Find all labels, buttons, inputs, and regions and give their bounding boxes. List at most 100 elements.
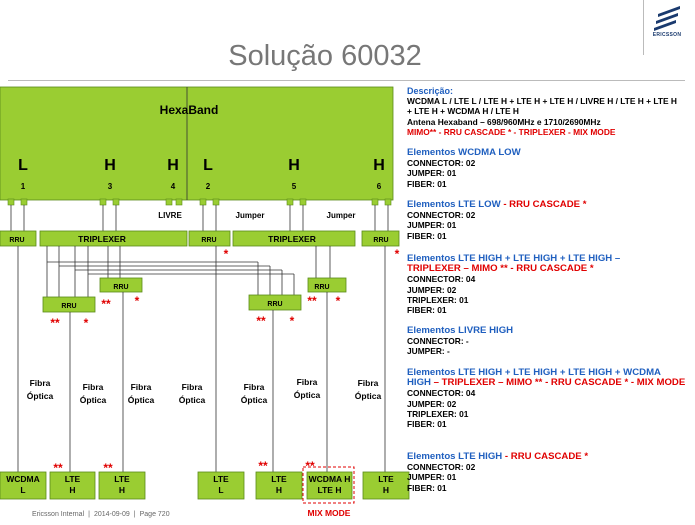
elements-title-text: Elementos LTE HIGH + LTE HIGH + LTE HIGH… bbox=[407, 367, 661, 378]
description-line-1: WCDMA L / LTE L / LTE H + LTE H + LTE H … bbox=[407, 96, 677, 107]
footer-classification: Ericsson Internal bbox=[32, 511, 85, 518]
hexaband-antenna bbox=[0, 86, 394, 201]
red-marker: ** bbox=[50, 316, 60, 330]
antenna-connector bbox=[199, 198, 207, 206]
elements-title-red: - RRU CASCADE * bbox=[503, 199, 587, 210]
rru-label: RRU bbox=[9, 237, 24, 244]
element-count: CONNECTOR: - bbox=[407, 336, 469, 347]
fiber-label: Óptica bbox=[80, 394, 107, 405]
red-marker: ** bbox=[305, 459, 315, 473]
ericsson-logo: ERICSSON bbox=[652, 5, 682, 38]
rru-label: RRU bbox=[373, 237, 388, 244]
unit-label-line1: WCDMA H bbox=[309, 474, 351, 484]
fiber-label: Fibra bbox=[182, 382, 203, 392]
unit-label-line1: LTE bbox=[65, 474, 81, 484]
footer-date: 2014-09-09 bbox=[93, 511, 130, 518]
fiber-label: Fibra bbox=[358, 378, 379, 388]
red-marker: ** bbox=[101, 297, 111, 311]
element-count: FIBER: 01 bbox=[407, 178, 447, 189]
fiber-label: Fibra bbox=[244, 382, 265, 392]
element-count: JUMPER: 01 bbox=[407, 168, 457, 179]
antenna-connector bbox=[20, 198, 28, 206]
fiber-label: Óptica bbox=[355, 390, 382, 401]
antenna-connector bbox=[99, 198, 107, 206]
elements-title-red: – TRIPLEXER – MIMO ** - RRU CASCADE * - … bbox=[430, 377, 686, 389]
unit-label-line1: LTE bbox=[271, 474, 287, 484]
fiber-label: Óptica bbox=[241, 394, 268, 405]
element-count: JUMPER: - bbox=[407, 346, 450, 357]
element-count: FIBER: 01 bbox=[407, 419, 447, 430]
fiber-label: Óptica bbox=[27, 390, 54, 401]
rru-box bbox=[188, 230, 231, 247]
antenna-connector bbox=[165, 198, 173, 206]
element-count: CONNECTOR: 02 bbox=[407, 462, 476, 473]
band-number: 5 bbox=[292, 182, 297, 191]
rru-box bbox=[361, 230, 400, 247]
unit-label-line1: LTE bbox=[114, 474, 130, 484]
antenna-connector bbox=[286, 198, 294, 206]
elements-block: Elementos LTE HIGH + LTE HIGH + LTE HIGH… bbox=[407, 253, 695, 315]
red-marker: ** bbox=[53, 461, 63, 475]
rru-label: RRU bbox=[201, 237, 216, 244]
unit-label-line1: WCDMA bbox=[6, 474, 40, 484]
rru-box bbox=[99, 277, 143, 293]
elements-title-text: Elementos LTE LOW bbox=[407, 199, 504, 210]
rru-label: RRU bbox=[314, 284, 329, 291]
unit-label-line1: LTE bbox=[213, 474, 229, 484]
fiber-label: Fibra bbox=[83, 382, 104, 392]
elements-title-text: Elementos WCDMA LOW bbox=[407, 147, 521, 158]
elements-block-title: Elementos LIVRE HIGH bbox=[407, 325, 695, 336]
fiber-label: Fibra bbox=[30, 378, 51, 388]
antenna-connector bbox=[371, 198, 379, 206]
element-count: FIBER: 01 bbox=[407, 482, 447, 493]
unit-label-line2: H bbox=[383, 485, 389, 495]
elements-block-title-cont: HIGH – TRIPLEXER – MIMO ** - RRU CASCADE… bbox=[407, 378, 695, 388]
element-count: JUMPER: 02 bbox=[407, 284, 457, 295]
elements-title-text: Elementos LIVRE HIGH bbox=[407, 325, 514, 336]
fiber-label: Óptica bbox=[294, 389, 321, 400]
unit-label-line1: LTE bbox=[378, 474, 394, 484]
elements-block: Elementos LTE HIGH - RRU CASCADE *CONNEC… bbox=[407, 451, 695, 493]
band-letter: H bbox=[288, 157, 300, 174]
footer-sep-2: | bbox=[133, 511, 136, 518]
bottom-unit bbox=[98, 471, 146, 500]
unit-label-line2: L bbox=[20, 485, 25, 495]
band-letter: L bbox=[203, 157, 213, 174]
jumper-label: Jumper bbox=[236, 211, 265, 220]
unit-label-line2: H bbox=[276, 485, 282, 495]
legend-line: MIMO** - RRU CASCADE * - TRIPLEXER - MIX… bbox=[407, 126, 616, 137]
elements-block-title: Elementos LTE HIGH + LTE HIGH + LTE HIGH… bbox=[407, 367, 695, 378]
slide-title: Solução 60032 bbox=[228, 40, 422, 72]
rru-label: RRU bbox=[267, 301, 282, 308]
elements-block-title: Elementos LTE HIGH + LTE HIGH + LTE HIGH… bbox=[407, 253, 695, 264]
title-rule bbox=[8, 80, 685, 81]
elements-title-text: Elementos LTE HIGH + LTE HIGH + LTE HIGH… bbox=[407, 253, 621, 264]
unit-label-line2: L bbox=[218, 485, 223, 495]
element-count: CONNECTOR: 02 bbox=[407, 158, 476, 169]
triplexer-box bbox=[39, 230, 188, 247]
antenna-connector bbox=[384, 198, 392, 206]
elements-block-title: Elementos LTE LOW - RRU CASCADE * bbox=[407, 199, 695, 210]
red-marker: ** bbox=[258, 459, 268, 473]
bottom-unit bbox=[362, 471, 410, 500]
fiber-label: Fibra bbox=[297, 377, 318, 387]
elements-block-title: Elementos WCDMA LOW bbox=[407, 147, 695, 158]
element-count: TRIPLEXER: 01 bbox=[407, 408, 469, 419]
triplexer-box bbox=[232, 230, 356, 247]
band-letter: H bbox=[373, 157, 385, 174]
antenna-connector bbox=[7, 198, 15, 206]
bottom-unit bbox=[306, 471, 353, 500]
red-marker: ** bbox=[103, 461, 113, 475]
mix-mode-outline bbox=[302, 466, 355, 504]
antenna-connector bbox=[175, 198, 183, 206]
element-count: CONNECTOR: 02 bbox=[407, 210, 476, 221]
bottom-unit bbox=[255, 471, 303, 500]
red-marker: * bbox=[84, 316, 89, 330]
antenna-label: HexaBand bbox=[160, 103, 219, 117]
element-count: FIBER: 01 bbox=[407, 230, 447, 241]
unit-label-line2: H bbox=[69, 485, 75, 495]
logo-text: ERICSSON bbox=[652, 32, 682, 38]
footer: Ericsson Internal|2014-09-09|Page 720 bbox=[32, 511, 174, 518]
